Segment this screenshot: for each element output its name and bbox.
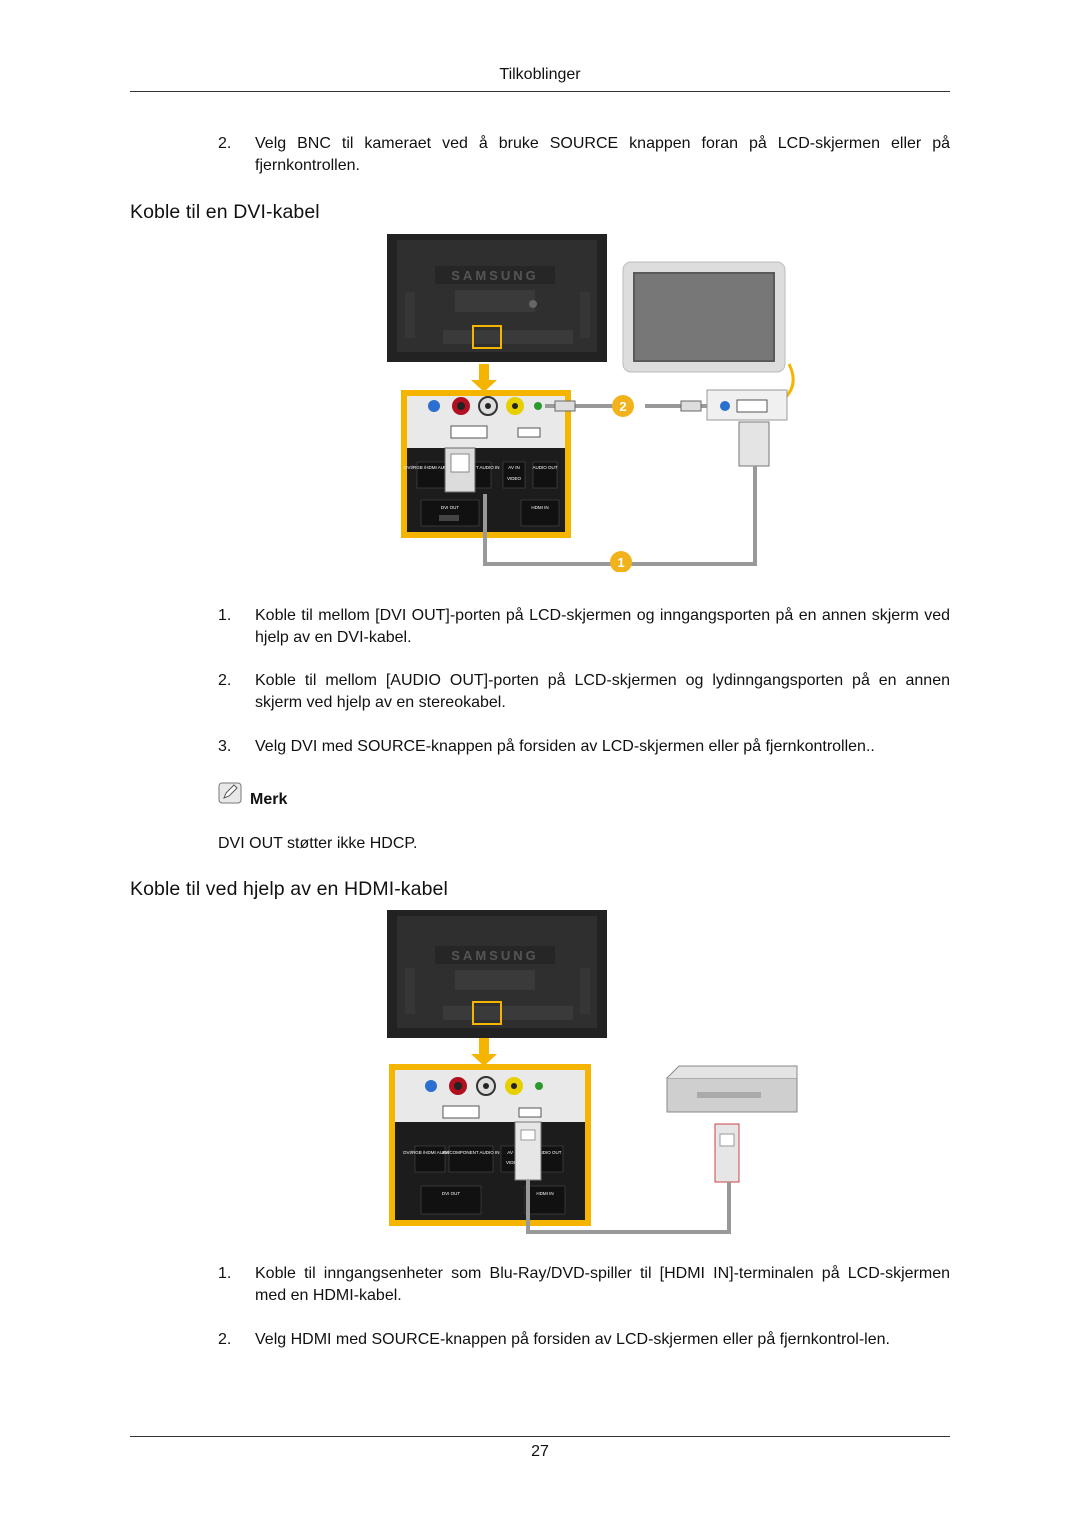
svg-text:AV IN: AV IN <box>508 465 519 470</box>
svg-text:1: 1 <box>617 555 624 570</box>
note-label: Merk <box>250 791 288 808</box>
intro-list-item: 2. Velg BNC til kameraet ved å bruke SOU… <box>218 133 950 177</box>
svg-text:HDMI IN: HDMI IN <box>536 1191 553 1196</box>
svg-text:DVI OUT: DVI OUT <box>441 505 460 510</box>
svg-text:DVI OUT: DVI OUT <box>442 1191 461 1196</box>
section-heading-dvi: Koble til en DVI-kabel <box>130 201 320 223</box>
callout-2 <box>612 395 634 417</box>
running-header: Tilkoblinger <box>499 66 581 83</box>
list-number: 2. <box>218 135 232 152</box>
page-number: 27 <box>531 1443 549 1460</box>
dvi-step-2: 2. Koble til mellom [AUDIO OUT]-porten p… <box>218 672 950 711</box>
hdmi-plug-player <box>714 1123 740 1183</box>
svg-text:DVI/RGB /HDMI AUDIO IN: DVI/RGB /HDMI AUDIO IN <box>404 465 458 470</box>
header-rule <box>130 91 950 92</box>
list-text: Velg BNC til kameraet ved å bruke SOURCE… <box>255 135 950 174</box>
dvi-connection-figure: SAMSUNG DVI/RGB /HDMI AUDIO IN AV/COMPON… <box>387 234 795 572</box>
svg-text:AUDIO OUT: AUDIO OUT <box>536 1150 561 1155</box>
down-arrow-icon <box>471 1038 497 1066</box>
svg-text:HDMI IN: HDMI IN <box>531 505 548 510</box>
hdmi-step-2: 2. Velg HDMI med SOURCE-knappen på forsi… <box>218 1331 890 1348</box>
footer-rule <box>130 1436 950 1437</box>
section-heading-hdmi: Koble til ved hjelp av en HDMI-kabel <box>130 878 448 900</box>
svg-text:VIDEO: VIDEO <box>506 1160 521 1165</box>
note-pencil-icon <box>218 782 242 804</box>
dvi-step-1: 1. Koble til mellom [DVI OUT]-porten på … <box>218 607 950 646</box>
callout-1 <box>610 551 632 572</box>
svg-text:AV IN: AV IN <box>507 1150 518 1155</box>
hdmi-cable <box>526 1180 731 1234</box>
svg-text:2: 2 <box>619 399 626 414</box>
svg-text:VIDEO: VIDEO <box>507 476 522 481</box>
port-highlight <box>472 325 502 349</box>
hdmi-step-1: 1. Koble til inngangsenheter som Blu-Ray… <box>218 1265 950 1304</box>
monitor-brand: SAMSUNG <box>451 268 538 283</box>
svg-text:AV/COMPONENT AUDIO IN: AV/COMPONENT AUDIO IN <box>442 1150 499 1155</box>
svg-text:DVI/RGB /HDMI AUDIO IN: DVI/RGB /HDMI AUDIO IN <box>403 1150 457 1155</box>
port-highlight <box>472 1001 502 1025</box>
svg-text:AUDIO OUT: AUDIO OUT <box>532 465 557 470</box>
note-text: DVI OUT støtter ikke HDCP. <box>218 835 418 852</box>
dvi-step-3: 3. Velg DVI med SOURCE-knappen på forsid… <box>218 738 875 755</box>
hdmi-connection-figure: SAMSUNG DVI/RGB /HDMI AUDIO IN AV/COMPON… <box>387 910 798 1234</box>
down-arrow-icon <box>471 364 497 392</box>
svg-text:SAMSUNG: SAMSUNG <box>451 948 538 963</box>
